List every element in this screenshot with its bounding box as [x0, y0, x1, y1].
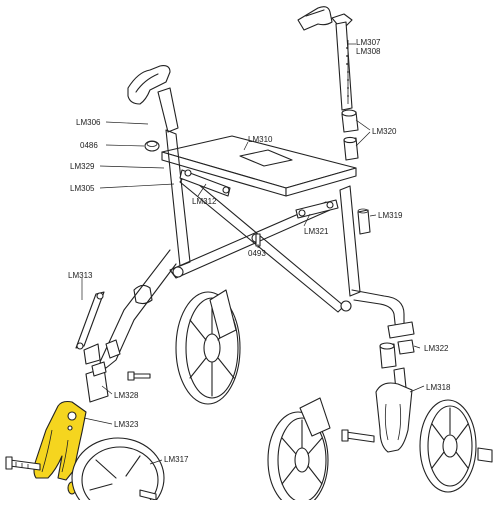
- label-0493: 0493: [248, 249, 266, 258]
- label-lm322: LM322: [424, 344, 449, 353]
- part-labels: LM307 LM308 LM306 0486 LM310 LM320 LM329…: [68, 38, 451, 464]
- label-lm329: LM329: [70, 162, 95, 171]
- fork-lm328: [85, 361, 151, 403]
- label-lm319: LM319: [378, 211, 403, 220]
- label-lm310: LM310: [248, 135, 273, 144]
- label-lm320: LM320: [372, 127, 397, 136]
- label-lm312: LM312: [192, 197, 217, 206]
- brake-lever-lm313: [75, 291, 105, 350]
- label-lm308: LM308: [356, 47, 381, 56]
- label-lm323: LM323: [114, 420, 139, 429]
- folding-link-lm321: [295, 199, 339, 219]
- folding-link-lm312: [179, 169, 231, 197]
- brake-clip: [83, 339, 121, 365]
- right-upper-tube: [335, 21, 353, 111]
- wheel-lm317: [71, 437, 165, 505]
- caster-stem-lm322: [379, 339, 415, 369]
- height-knob-lm320: [341, 109, 359, 161]
- axle-bolt: [5, 456, 41, 471]
- front-wheel: [175, 289, 241, 405]
- rear-frame: [339, 185, 415, 339]
- rear-nut: [477, 447, 493, 463]
- label-lm317: LM317: [164, 455, 189, 464]
- caster-bolt: [341, 429, 375, 443]
- screw-0493: [255, 233, 261, 247]
- caster-fork-lm318: [375, 367, 413, 453]
- label-0486: 0486: [80, 141, 98, 150]
- left-front-frame: [99, 129, 191, 369]
- middle-wheel: [267, 397, 331, 505]
- leader-lines: [81, 43, 425, 465]
- label-lm305: LM305: [70, 184, 95, 193]
- label-lm306: LM306: [76, 118, 101, 127]
- left-tube-cap-0486: [144, 140, 160, 152]
- rear-tube-lm319: [357, 208, 371, 235]
- rear-wheel: [419, 399, 477, 493]
- label-lm328: LM328: [114, 391, 139, 400]
- label-lm318: LM318: [426, 383, 451, 392]
- label-lm321: LM321: [304, 227, 329, 236]
- seat-lm310: [161, 135, 357, 197]
- label-lm313: LM313: [68, 271, 93, 280]
- left-handle: [127, 65, 179, 133]
- label-lm307: LM307: [356, 38, 381, 47]
